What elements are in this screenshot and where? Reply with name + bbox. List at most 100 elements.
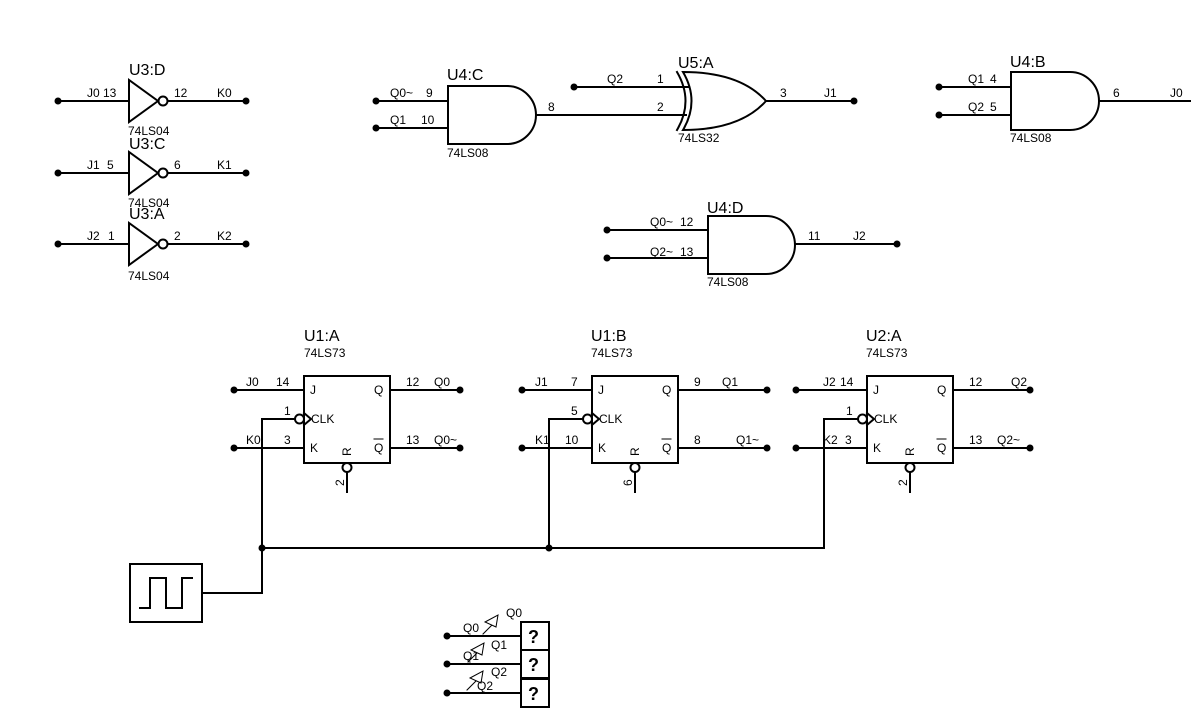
net-label: J0	[1170, 86, 1183, 100]
net-label: K1	[217, 158, 232, 172]
net-label: J0	[87, 86, 100, 100]
pin-number: 6	[174, 158, 181, 172]
part-number: 74LS73	[591, 346, 633, 360]
or-gate-u5a[interactable]: U5:A Q2 1 2 3 J1 74LS32	[570, 55, 858, 145]
net-label: Q2	[491, 665, 507, 679]
pin-number: 7	[571, 375, 578, 389]
inverter-ref: U3:D	[129, 62, 165, 79]
pin-number: 12	[680, 215, 694, 229]
pin-number: 8	[694, 433, 701, 447]
pin-number: 13	[103, 86, 117, 100]
probe-state: ?	[528, 655, 539, 675]
net-label: Q0	[434, 375, 450, 389]
pin-name: CLK	[874, 412, 897, 426]
pin-number: 3	[780, 86, 787, 100]
net-label: Q0~	[650, 215, 673, 229]
pin-number: 4	[990, 72, 997, 86]
gate-ref: U4:C	[447, 67, 483, 84]
pin-number: 12	[969, 375, 983, 389]
net-label: K2	[217, 229, 232, 243]
pin-name-qbar: Q	[937, 441, 946, 455]
flipflop-ref: U1:B	[591, 328, 627, 345]
pin-number: 8	[548, 100, 555, 114]
pin-name: Q	[662, 383, 671, 397]
pin-number: 11	[808, 229, 821, 243]
and-gate-u4d[interactable]: U4:D Q0~ 12 Q2~ 13 11 J2 74LS08	[603, 200, 901, 289]
probe-tag: Q2	[477, 679, 493, 693]
net-label: J2	[87, 229, 100, 243]
inverter-u3a[interactable]: U3:A J2 1 2 K2 74LS04	[54, 206, 250, 283]
part-number: 74LS08	[1010, 131, 1052, 145]
inverter-u3d[interactable]: U3:D J0 13 12 K0 74LS04	[54, 62, 250, 138]
pin-name: K	[598, 441, 606, 455]
net-label: Q0	[463, 621, 479, 635]
pin-name: J	[598, 383, 604, 397]
net-label: J1	[824, 86, 837, 100]
net-label: K0	[217, 86, 232, 100]
pin-number: 6	[1113, 86, 1120, 100]
pin-name: R	[340, 447, 354, 456]
and-gate-u4c[interactable]: U4:C Q0~ 9 Q1 10 8 74LS08	[372, 67, 556, 160]
pin-number: 5	[990, 100, 997, 114]
logic-probe-q2[interactable]: ? Q2 Q2	[443, 665, 550, 708]
pin-number: 3	[845, 433, 852, 447]
flipflop-ref: U2:A	[866, 328, 902, 345]
jk-flipflop-u2a[interactable]: U2:A 74LS73 J CLK K Q Q R J2 14 1 K2 3 1…	[792, 328, 1034, 493]
part-number: 74LS08	[707, 275, 749, 289]
jk-flipflop-u1a[interactable]: U1:A 74LS73 J CLK K Q Q R J0 14 1 K0 3 1…	[230, 328, 464, 493]
net-label: Q2	[968, 100, 984, 114]
pin-number: 5	[107, 158, 114, 172]
part-number: 74LS73	[866, 346, 908, 360]
pin-name: K	[310, 441, 318, 455]
inverter-u3c[interactable]: U3:C J1 5 6 K1 74LS04	[54, 136, 250, 210]
part-number: 74LS04	[128, 269, 170, 283]
pin-number: 3	[284, 433, 291, 447]
pin-number: 14	[840, 375, 854, 389]
pin-name: K	[873, 441, 881, 455]
net-label: K0	[246, 433, 261, 447]
net-label: Q2	[1011, 375, 1027, 389]
pin-number: 2	[896, 479, 910, 486]
pin-number: 9	[694, 375, 701, 389]
gate-ref: U5:A	[678, 55, 714, 72]
and-gate-u4b[interactable]: U4:B Q1 4 Q2 5 6 J0 74LS08	[935, 54, 1191, 145]
net-label: K2	[823, 433, 838, 447]
part-number: 74LS04	[128, 196, 170, 210]
net-label: Q1~	[736, 433, 759, 447]
pin-number: 10	[565, 433, 579, 447]
pin-number: 13	[406, 433, 420, 447]
pin-name: R	[903, 447, 917, 456]
part-number: 74LS04	[128, 124, 170, 138]
pin-number: 6	[621, 479, 635, 486]
gate-ref: U4:D	[707, 200, 743, 217]
net-label: J2	[853, 229, 866, 243]
pin-number: 12	[174, 86, 188, 100]
net-label: Q2~	[650, 245, 673, 259]
pin-number: 1	[846, 404, 853, 418]
pin-number: 2	[174, 229, 181, 243]
jk-flipflop-u1b[interactable]: U1:B 74LS73 J CLK K Q Q R J1 7 5 K1 10 9…	[518, 328, 771, 493]
net-label: Q0~	[434, 433, 457, 447]
pin-number: 13	[680, 245, 694, 259]
net-label: Q0~	[390, 86, 413, 100]
part-number: 74LS08	[447, 146, 489, 160]
inverter-ref: U3:A	[129, 206, 165, 223]
flipflop-ref: U1:A	[304, 328, 340, 345]
probe-state: ?	[528, 684, 539, 704]
net-label: J1	[87, 158, 100, 172]
gate-ref: U4:B	[1010, 54, 1046, 71]
square-wave-clock-icon[interactable]	[129, 563, 203, 623]
pin-number: 9	[426, 86, 433, 100]
pin-name: CLK	[311, 412, 334, 426]
pin-number: 13	[969, 433, 983, 447]
pin-name: Q	[937, 383, 946, 397]
probe-tag: Q0	[506, 606, 522, 620]
net-label: Q2	[607, 72, 623, 86]
logic-probe-q0[interactable]: ? Q0 Q0	[443, 606, 550, 651]
pin-name-qbar: Q	[374, 441, 383, 455]
pin-name: J	[873, 383, 879, 397]
net-label: J0	[246, 375, 259, 389]
part-number: 74LS73	[304, 346, 346, 360]
net-label: Q1	[390, 113, 406, 127]
